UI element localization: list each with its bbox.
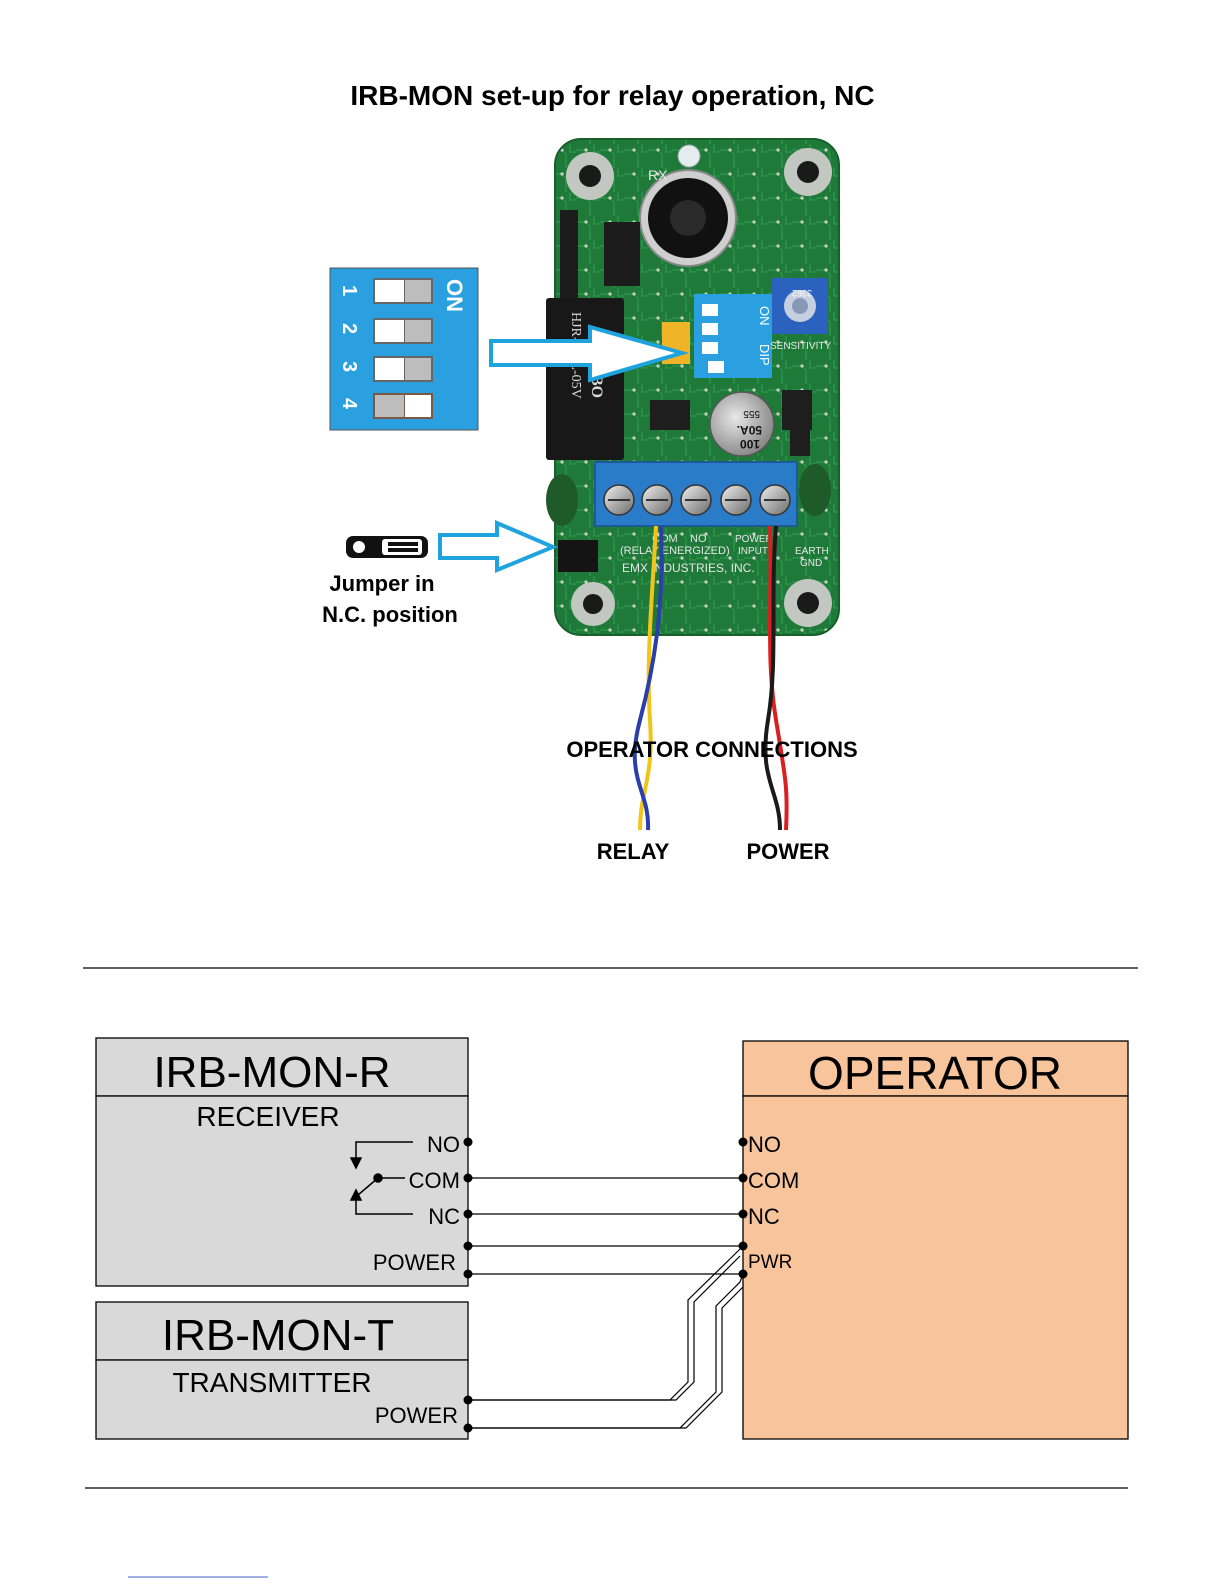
transmitter-title: IRB-MON-T: [162, 1311, 394, 1360]
mounting-hole-top-right: [784, 148, 832, 196]
ic-chip: [604, 222, 640, 286]
dip-pos-3: 3: [338, 361, 360, 372]
receiver-com-label: COM: [409, 1168, 460, 1193]
cap-text-1: 100: [740, 437, 760, 451]
relay-component: TIANBO HJR-2C L-05V: [546, 298, 624, 460]
transmitter-subtitle: TRANSMITTER: [172, 1367, 371, 1398]
operator-com-label: COM: [748, 1168, 799, 1193]
dip-pos-1: 1: [338, 285, 360, 296]
cap-text-2: 50A.: [737, 423, 762, 437]
operator-nc-label: NC: [748, 1204, 780, 1229]
cap-text-3: 555: [743, 408, 760, 419]
dip-pos-2: 2: [338, 323, 360, 334]
term-com-label: COM: [652, 533, 678, 545]
relay-contact-symbol: [349, 1141, 413, 1215]
pin-header: [560, 210, 578, 300]
dip-pos-4: 4: [338, 398, 360, 410]
smd-transistor: [782, 390, 812, 430]
pcb-board: RX TIANBO HJR-2C L-05V ON DIP: [546, 138, 840, 636]
relay-wires: [632, 525, 664, 831]
varistor-left: [546, 474, 578, 526]
operator-title: OPERATOR: [808, 1047, 1062, 1099]
operator-no-label: NO: [748, 1132, 781, 1157]
varistor-right: [799, 464, 831, 516]
terminal-block: [594, 461, 798, 527]
page-title: IRB-MON set-up for relay operation, NC: [350, 80, 875, 111]
receiver-title: IRB-MON-R: [153, 1048, 390, 1097]
jumper-icon: [346, 536, 428, 558]
dip-switch-enlarged: 1 2 3 4 ON: [329, 267, 479, 431]
term-power-label: POWER: [735, 534, 773, 545]
power-label: POWER: [746, 839, 829, 864]
receiver-no-label: NO: [427, 1132, 460, 1157]
jumper-label-line1: Jumper in: [329, 571, 434, 596]
mounting-hole-top-left: [566, 152, 614, 200]
power-wires: [763, 525, 789, 831]
terminal-dots: [463, 1137, 748, 1433]
dip-on-label: ON: [442, 279, 467, 312]
operator-pwr-label: PWR: [748, 1252, 792, 1273]
smd-chip: [650, 400, 690, 430]
sensitivity-label: SENSITIVITY: [770, 341, 831, 352]
receiver-subtitle: RECEIVER: [196, 1101, 339, 1132]
term-gnd-label: GND: [800, 558, 822, 569]
transmitter-power-label: POWER: [375, 1403, 458, 1428]
term-relay-energized-label: (RELAY ENERGIZED): [620, 545, 730, 557]
jumper-label-line2: N.C. position: [322, 602, 458, 627]
mounting-hole-bottom-right: [784, 579, 832, 627]
relay-label: RELAY: [597, 839, 670, 864]
arrow-right-icon: [489, 324, 690, 383]
board-dip-label: DIP: [757, 344, 772, 366]
smd-diode: [790, 430, 810, 456]
pot-text: 3362: [792, 288, 812, 298]
term-no-label: NO: [690, 533, 707, 545]
operator-box: [742, 1040, 1129, 1440]
led-icon: [677, 144, 701, 168]
mounting-hole-bottom-left: [571, 582, 615, 626]
receiver-box: [95, 1037, 469, 1287]
ir-receiver-lens: [639, 169, 737, 267]
term-earth-label: EARTH: [795, 546, 829, 557]
operator-connections-label: OPERATOR CONNECTIONS: [566, 737, 857, 762]
board-dip-switch: ON DIP: [694, 294, 772, 378]
receiver-power-label: POWER: [373, 1250, 456, 1275]
term-input-label: INPUT: [738, 546, 768, 557]
sensitivity-potentiometer: 3362: [772, 278, 828, 334]
board-jumper: [558, 540, 598, 572]
rx-label: RX: [648, 167, 668, 183]
connection-wires: [468, 1177, 744, 1429]
arrow-right-icon: [438, 519, 559, 573]
electrolytic-capacitor: 555 50A. 100: [709, 391, 775, 457]
receiver-nc-label: NC: [428, 1204, 460, 1229]
maker-label: EMX INDUSTRIES, INC.: [622, 561, 755, 575]
board-dip-on: ON: [757, 306, 772, 326]
